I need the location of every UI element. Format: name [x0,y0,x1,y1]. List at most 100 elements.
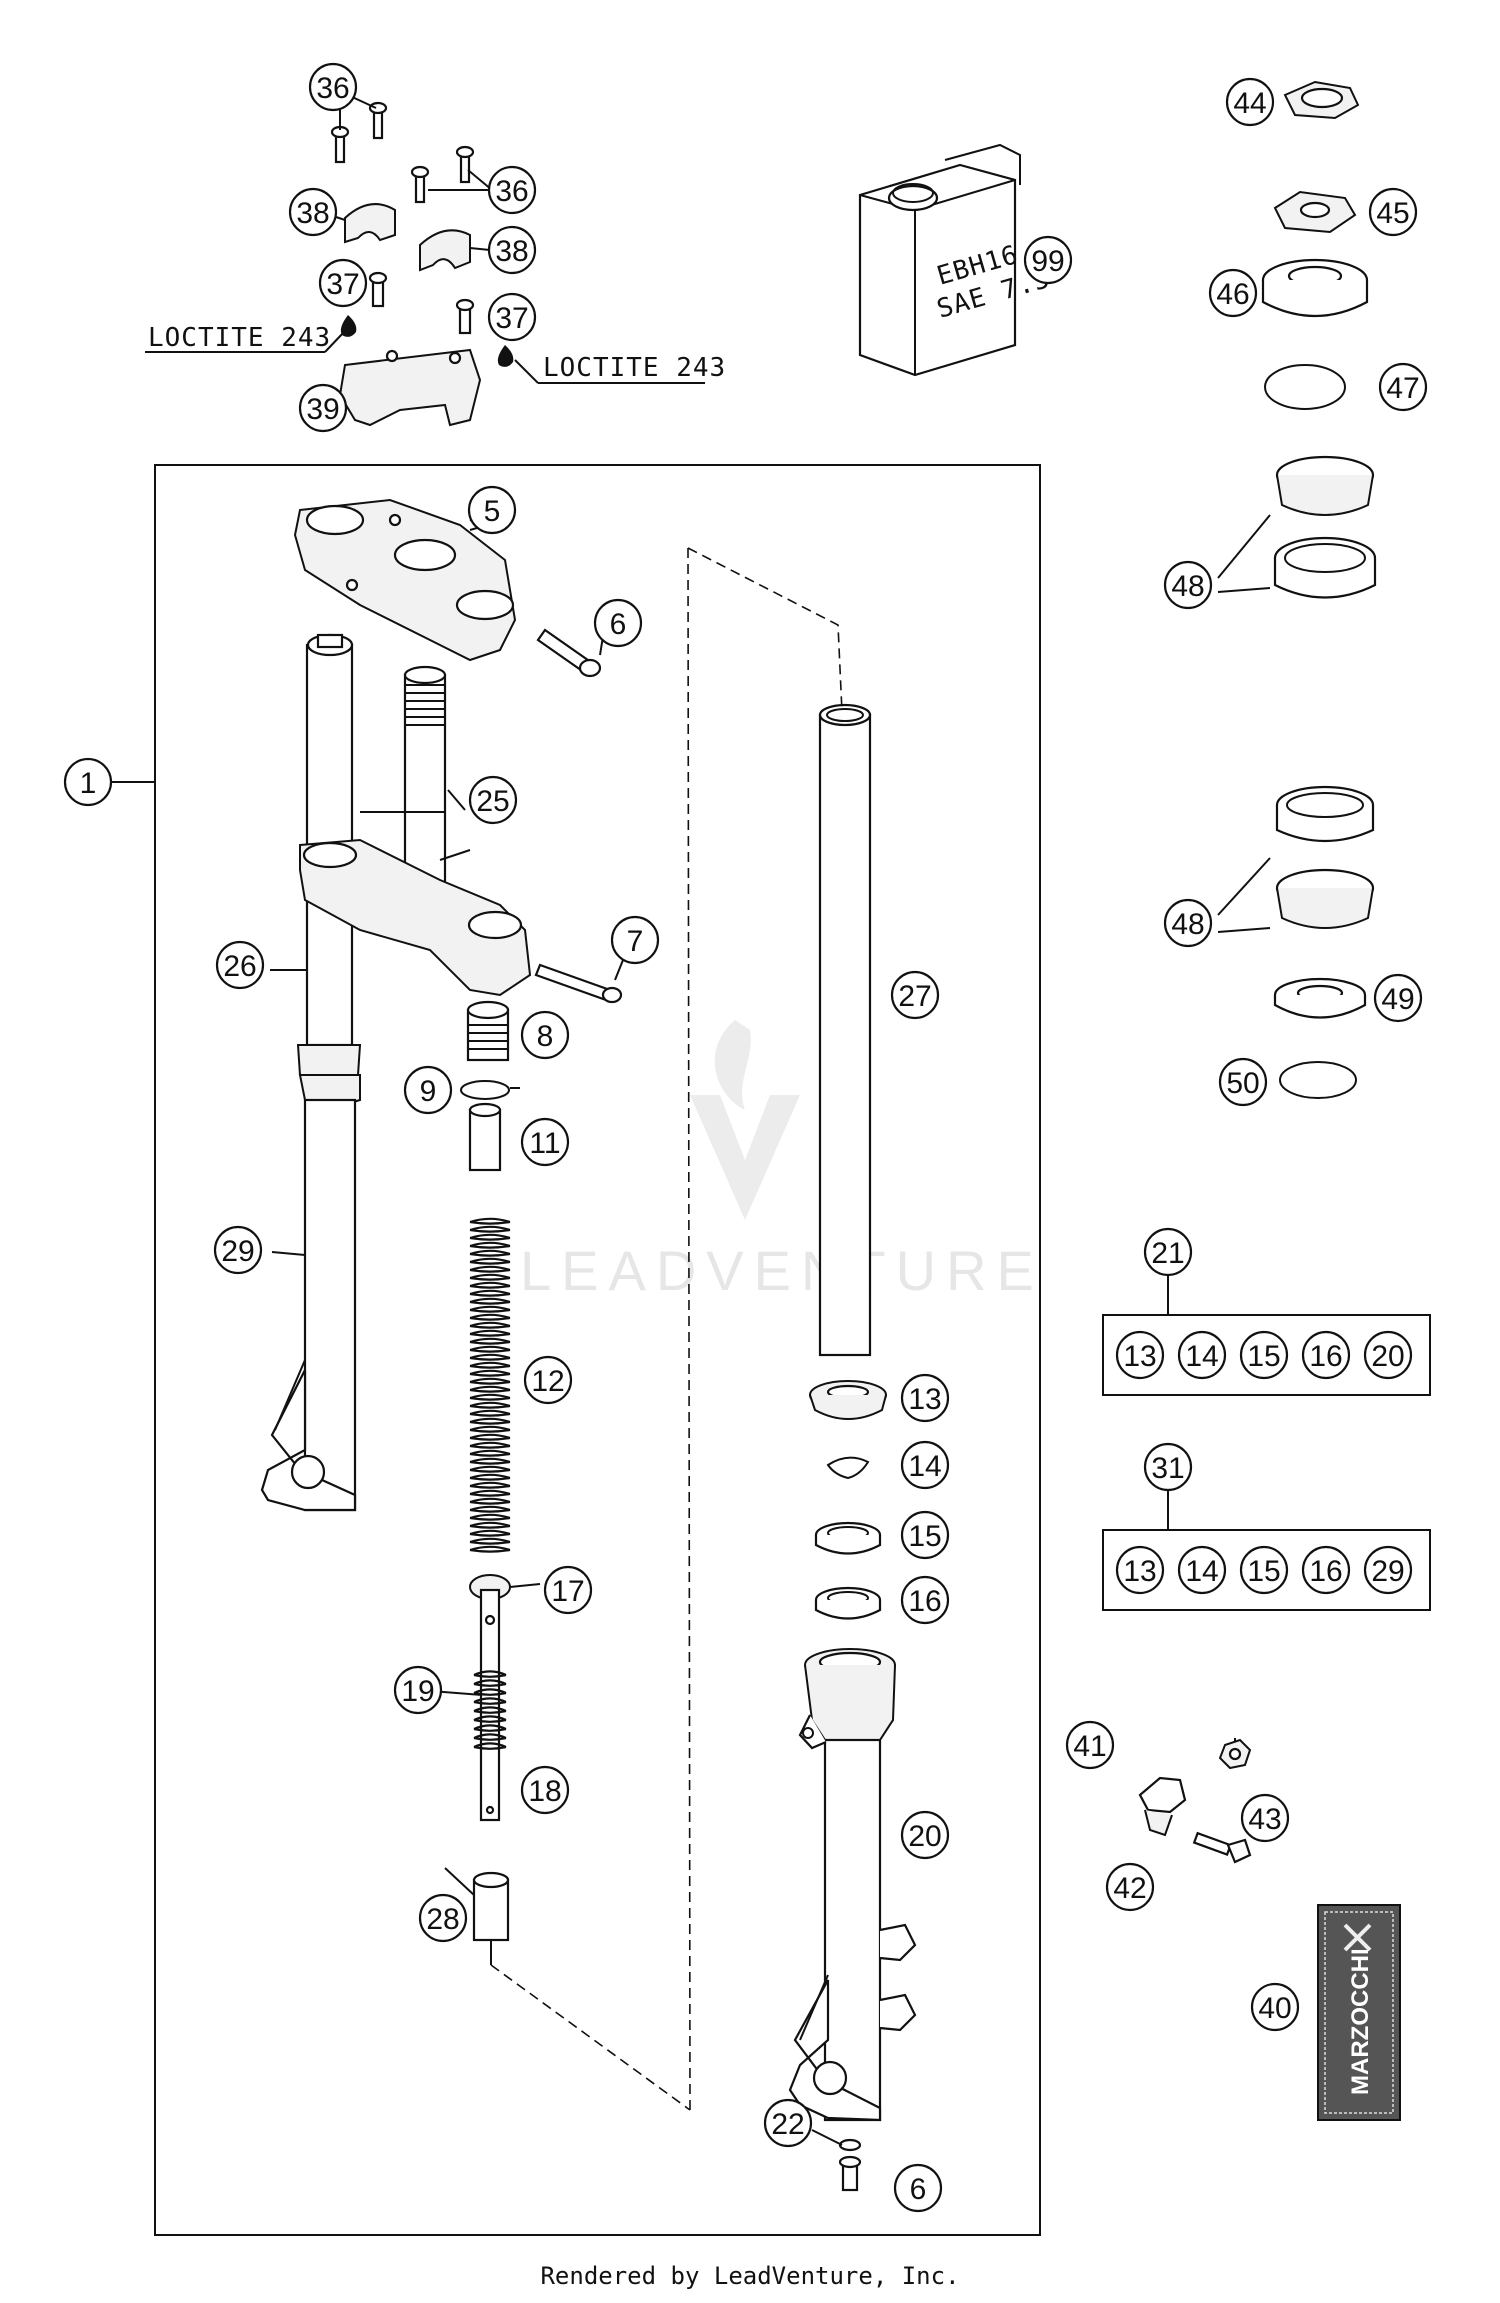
callout-28: 28 [418,1893,468,1943]
callout-14: 14 [900,1440,950,1490]
callout-circle [418,1893,468,1943]
callout-number: 20 [908,1820,941,1853]
callout-number: 49 [1381,983,1414,1016]
callout-circle [520,1010,570,1060]
callout-number: 40 [1258,1992,1291,2025]
callout-number: 8 [537,1020,554,1053]
callout-21: 21 [1143,1227,1193,1277]
callout-circle [1143,1227,1193,1277]
callout-22: 22 [763,2098,813,2148]
fork-spring [469,1217,511,1553]
marzocchi-decal: MARZOCCHI [1317,1904,1401,2121]
callout-group: 3636383837373999444546474848495015662572… [63,62,1428,2213]
loctite-label-right: LOCTITE 243 [543,353,726,383]
callout-25: 25 [468,775,518,825]
callout-circle [1363,1330,1413,1380]
callout-number: 27 [898,980,931,1013]
watermark-text: LEADVENTURE [520,1239,1044,1302]
callout-50: 50 [1218,1057,1268,1107]
callout-16: 16 [1301,1330,1351,1380]
callout-circle [393,1665,443,1715]
callout-circle [403,1065,453,1115]
callout-circle [543,1565,593,1615]
callout-circle [900,1373,950,1423]
callout-circle [1115,1545,1165,1595]
callout-9: 9 [403,1065,453,1115]
callout-circle [467,485,517,535]
callout-number: 29 [1371,1555,1404,1588]
callout-7: 7 [610,915,660,965]
callout-number: 22 [771,2108,804,2141]
callout-47: 47 [1378,362,1428,412]
callout-15: 15 [1239,1545,1289,1595]
kit-31-box [1102,1490,1431,1611]
assembly-frame [154,464,1041,2236]
callout-circle [593,598,643,648]
clamp-bolts: LOCTITE 243 LOCTITE 243 [145,271,726,384]
callout-number: 6 [910,2173,927,2206]
assembly-dash-vertical [687,547,691,2111]
callout-circle [1163,560,1213,610]
callout-circle [1363,1545,1413,1595]
callout-circle [468,775,518,825]
callout-27: 27 [890,970,940,1020]
callout-13: 13 [900,1373,950,1423]
spring-coil [473,1670,507,1750]
callout-36: 36 [308,62,358,112]
callout-number: 37 [326,268,359,301]
callout-12: 12 [523,1355,573,1405]
callout-31: 31 [1143,1442,1193,1492]
callout-number: 47 [1386,372,1419,405]
callout-circle [893,2163,943,2213]
callout-number: 16 [1309,1340,1342,1373]
callout-number: 13 [908,1383,941,1416]
callout-number: 39 [306,393,339,426]
callout-number: 45 [1376,197,1409,230]
callout-circle [610,915,660,965]
callout-number: 6 [610,608,627,641]
callout-circle [900,1440,950,1490]
callout-5: 5 [467,485,517,535]
callout-circle [1115,1330,1165,1380]
callout-circle [1105,1862,1155,1912]
callout-circle [1239,1330,1289,1380]
callout-number: 25 [476,785,509,818]
callout-1: 1 [63,757,113,807]
callout-29: 29 [213,1225,263,1275]
callout-42: 42 [1105,1862,1155,1912]
loctite-label-left: LOCTITE 243 [148,323,331,353]
callout-circle [520,1765,570,1815]
callout-circle [487,225,537,275]
callout-6: 6 [893,2163,943,2213]
callout-circle [1301,1545,1351,1595]
callout-circle [318,258,368,308]
callout-circle [298,383,348,433]
clamp-bolt-6 [536,623,606,678]
callout-37: 37 [487,292,537,342]
spring-coil [469,1217,511,1553]
callout-number: 18 [528,1775,561,1808]
steering-head-parts [1217,80,1377,1099]
callout-number: 7 [627,925,644,958]
callout-18: 18 [520,1765,570,1815]
footer-credit: Rendered by LeadVenture, Inc. [540,2262,960,2290]
callout-number: 15 [908,1520,941,1553]
callout-circle [1301,1330,1351,1380]
callout-14: 14 [1177,1330,1227,1380]
callout-36: 36 [487,165,537,215]
callout-circle [1163,898,1213,948]
callout-number: 37 [495,302,528,335]
callout-number: 46 [1216,278,1249,311]
callout-circle [1218,1057,1268,1107]
callout-number: 38 [296,197,329,230]
callout-circle [63,757,113,807]
callout-circle [1023,235,1073,285]
callout-20: 20 [1363,1330,1413,1380]
callout-circle [763,2098,813,2148]
callout-circle [1065,1720,1115,1770]
clamp-bolt-7 [534,954,626,1004]
callout-13: 13 [1115,1545,1165,1595]
callout-number: 16 [908,1585,941,1618]
callout-circle [1177,1330,1227,1380]
callout-circle [1240,1793,1290,1843]
